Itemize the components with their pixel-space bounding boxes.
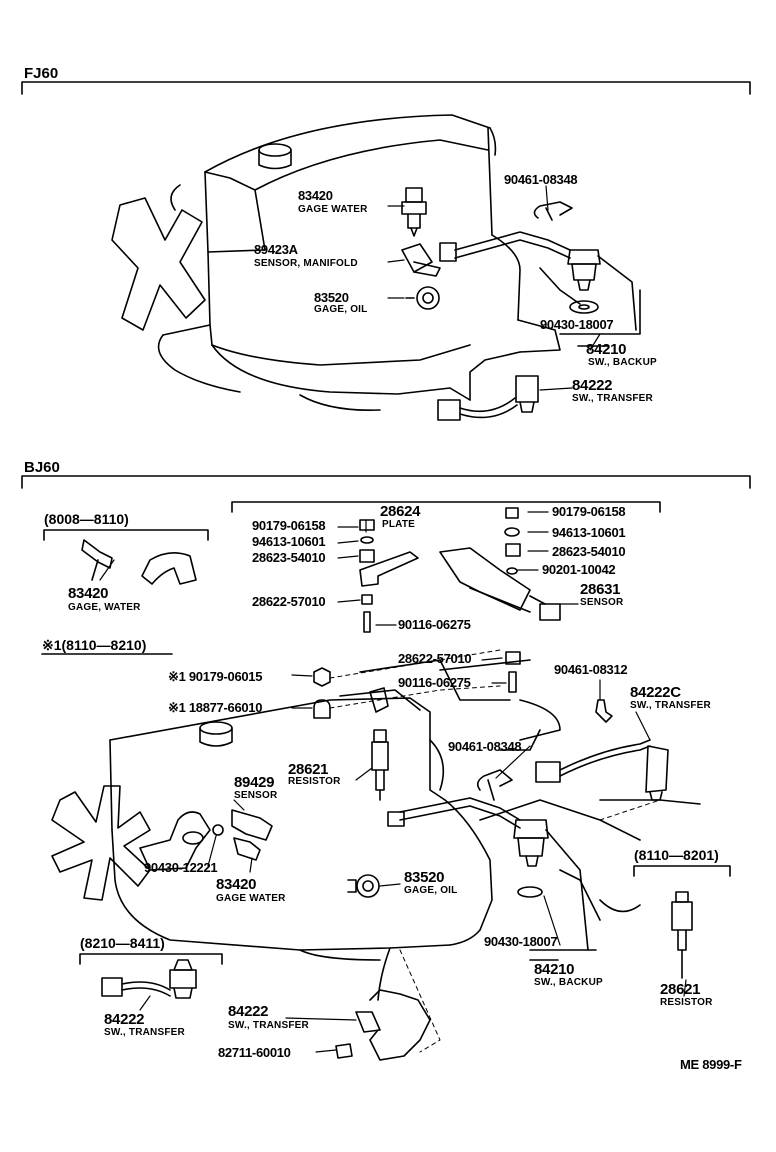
label-bj60-a-83420-name: GAGE, WATER: [68, 602, 141, 613]
label-range-d: (8210—8411): [80, 935, 165, 951]
fj60-bracket: [21, 81, 751, 95]
label-bj60-90461-08348: 90461-08348: [448, 739, 522, 754]
label-bj60-82711: 82711-60010: [218, 1045, 291, 1060]
label-bj60-18877: ※1 18877-66010: [168, 700, 263, 715]
section-title-fj60: FJ60: [24, 65, 59, 82]
bj60-filler-cap: [199, 721, 233, 747]
label-fj60-83420-name: GAGE WATER: [298, 204, 368, 215]
label-plate-l1: 90179-06158: [252, 518, 326, 533]
bj60-bottom-harness: [335, 989, 431, 1061]
bj60-plate-bracket: [231, 501, 661, 633]
bj60-range-a-bracket: [43, 529, 209, 585]
label-bj60-a-83420: 83420: [68, 585, 109, 602]
fj60-engine: [157, 114, 561, 412]
label-bj60-90430-18007: 90430-18007: [484, 934, 558, 949]
bj60-backup-switch: [387, 797, 597, 961]
bj60-engine: [109, 659, 641, 1001]
label-bj60-90179: ※1 90179-06015: [168, 669, 263, 684]
section-title-bj60: BJ60: [24, 459, 60, 476]
label-bj60-d-84222: 84222: [104, 1011, 145, 1028]
fj60-backup-switch-part: [539, 249, 637, 331]
label-bj60-28631-name: SENSOR: [580, 597, 624, 608]
label-plate-l2: 94613-10601: [252, 534, 326, 549]
bj60-transfer-switch-c: [535, 699, 701, 805]
label-bj60-c-28621: 28621: [660, 981, 701, 998]
bj60-fan: [51, 785, 151, 901]
label-bj60-d-84222-name: SW., TRANSFER: [104, 1027, 185, 1038]
label-plate-r4: 90201-10042: [542, 562, 616, 577]
label-fj60-83520: 83520: [314, 290, 349, 305]
fj60-harness: [439, 231, 571, 262]
label-bj60-c-28621-name: RESISTOR: [660, 997, 713, 1008]
footer-code: ME 8999-F: [680, 1057, 742, 1072]
bj60-nut-part: [313, 667, 389, 719]
label-bj60-83520: 83520: [404, 869, 445, 886]
label-bj60-84210-name: SW., BACKUP: [534, 977, 603, 988]
label-fj60-83520-name: GAGE, OIL: [314, 304, 368, 315]
label-bj60-28624: 28624: [380, 503, 421, 520]
label-plate-r1: 90179-06158: [552, 504, 626, 519]
label-bj60-84222c: 84222C: [630, 684, 681, 701]
leader-lines: [99, 185, 687, 1053]
label-range-a: (8008—8110): [44, 511, 129, 527]
label-bj60-84222c-name: SW., TRANSFER: [630, 700, 711, 711]
label-fj60-84222-name: SW., TRANSFER: [572, 393, 653, 404]
label-fj60-90461-08348: 90461-08348: [504, 172, 578, 187]
label-plate-r2: 94613-10601: [552, 525, 626, 540]
label-bj60-84222-name: SW., TRANSFER: [228, 1020, 309, 1031]
label-fj60-84222: 84222: [572, 377, 613, 394]
label-bj60-83520-name: GAGE, OIL: [404, 885, 458, 896]
fj60-filler-cap: [258, 143, 292, 170]
label-bj60-90116-a: 90116-06275: [398, 617, 471, 632]
bj60-bracket: [21, 475, 751, 489]
label-bj60-28621: 28621: [288, 761, 329, 778]
label-bj60-90430-12221: 90430-12221: [144, 860, 218, 875]
label-fj60-84210-name: SW., BACKUP: [588, 357, 657, 368]
bj60-resistor-part: [371, 729, 389, 801]
fj60-gasket: [569, 300, 599, 314]
fj60-clamp-part: [533, 201, 573, 221]
label-bj60-84210: 84210: [534, 961, 575, 978]
fj60-transfer-switch-part: [437, 375, 539, 421]
dashed-lines: [329, 649, 661, 1053]
label-range-c: (8110—8201): [634, 847, 719, 863]
bj60-gage-oil-part: [347, 874, 380, 898]
label-fj60-84210: 84210: [586, 341, 627, 358]
label-plate-l3: 28623-54010: [252, 550, 326, 565]
label-bj60-28631: 28631: [580, 581, 621, 598]
fj60-sensor-manifold-part: [401, 243, 441, 277]
bj60-water-outlet: [139, 811, 211, 871]
label-fj60-90430-18007: 90430-18007: [540, 317, 614, 332]
fj60-fan: [111, 197, 206, 331]
label-bj60-90461-08312: 90461-08312: [554, 662, 628, 677]
label-range-b: ※1(8110—8210): [42, 637, 147, 653]
bj60-range-d-bracket: [79, 953, 223, 999]
fj60-gage-water-part: [401, 187, 427, 237]
label-bj60-90116-b: 90116-06275: [398, 675, 471, 690]
label-bj60-89429: 89429: [234, 774, 275, 791]
bj60-sensor-part: [212, 809, 273, 861]
fj60-gage-oil-part: [405, 286, 440, 310]
label-fj60-83420: 83420: [298, 188, 333, 203]
label-bj60-28624-name: PLATE: [382, 519, 416, 530]
label-plate-l4: 28622-57010: [252, 594, 326, 609]
label-bj60-28622: 28622-57010: [398, 651, 472, 666]
label-fj60-89423a-name: SENSOR, MANIFOLD: [254, 258, 358, 269]
label-fj60-89423a: 89423A: [254, 242, 298, 257]
bj60-spacer-part: [359, 651, 521, 701]
label-bj60-83420-name: GAGE WATER: [216, 893, 286, 904]
label-bj60-84222: 84222: [228, 1003, 269, 1020]
label-plate-r3: 28623-54010: [552, 544, 626, 559]
label-bj60-28621-name: RESISTOR: [288, 776, 341, 787]
label-bj60-89429-name: SENSOR: [234, 790, 278, 801]
bj60-clamp-part: [476, 769, 513, 801]
label-bj60-83420: 83420: [216, 876, 257, 893]
bj60-range-c-bracket: [633, 865, 731, 979]
